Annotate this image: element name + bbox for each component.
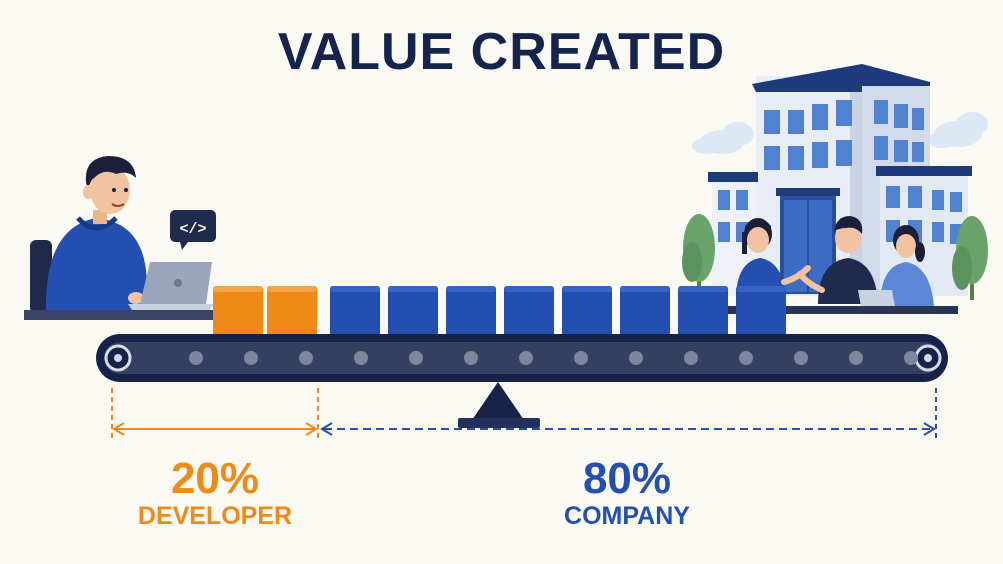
developer-figure (30, 156, 150, 314)
company-label: COMPANY (564, 502, 690, 530)
code-badge-icon: </> (170, 210, 216, 250)
conveyor-roller (739, 351, 753, 365)
developer-share: 20% DEVELOPER (115, 454, 315, 531)
page-title: VALUE CREATED (277, 23, 726, 81)
conveyor-roller (299, 351, 313, 365)
conveyor-roller (354, 351, 368, 365)
conveyor-roller (629, 351, 643, 365)
developer-percent: 20% (170, 454, 260, 503)
company-value-block (330, 286, 380, 336)
company-percent: 80% (582, 454, 672, 503)
company-share: 80% COMPANY (527, 454, 727, 531)
conveyor-roller (519, 351, 533, 365)
laptop-icon (128, 262, 214, 310)
conveyor-roller (244, 351, 258, 365)
tree-left (682, 214, 715, 300)
company-value-block (678, 286, 728, 336)
company-value-block (562, 286, 612, 336)
company-team (736, 216, 934, 314)
conveyor-roller (574, 351, 588, 365)
end-roller-right (914, 344, 942, 372)
developer-desk (24, 310, 234, 320)
end-roller-left (104, 344, 132, 372)
conveyor-roller (904, 351, 918, 365)
company-table (726, 306, 958, 314)
company-range-marker (320, 388, 937, 440)
fulcrum (458, 382, 540, 428)
developer-range-marker (111, 388, 319, 440)
developer-value-block (213, 286, 263, 336)
cloud-right (928, 112, 988, 148)
conveyor-roller (464, 351, 478, 365)
developer-label: DEVELOPER (137, 502, 293, 530)
cloud-left (692, 122, 754, 154)
tree-right (952, 216, 988, 300)
company-value-block (388, 286, 438, 336)
code-badge-label: </> (179, 221, 206, 238)
conveyor-belt (96, 334, 948, 382)
company-value-block (504, 286, 554, 336)
developer-value-block (267, 286, 317, 336)
conveyor-roller (409, 351, 423, 365)
conveyor-roller (849, 351, 863, 365)
company-value-block (736, 286, 786, 336)
conveyor-roller (684, 351, 698, 365)
company-value-block (446, 286, 496, 336)
value-blocks (213, 286, 786, 336)
company-value-block (620, 286, 670, 336)
conveyor-roller (189, 351, 203, 365)
conveyor-roller (794, 351, 808, 365)
